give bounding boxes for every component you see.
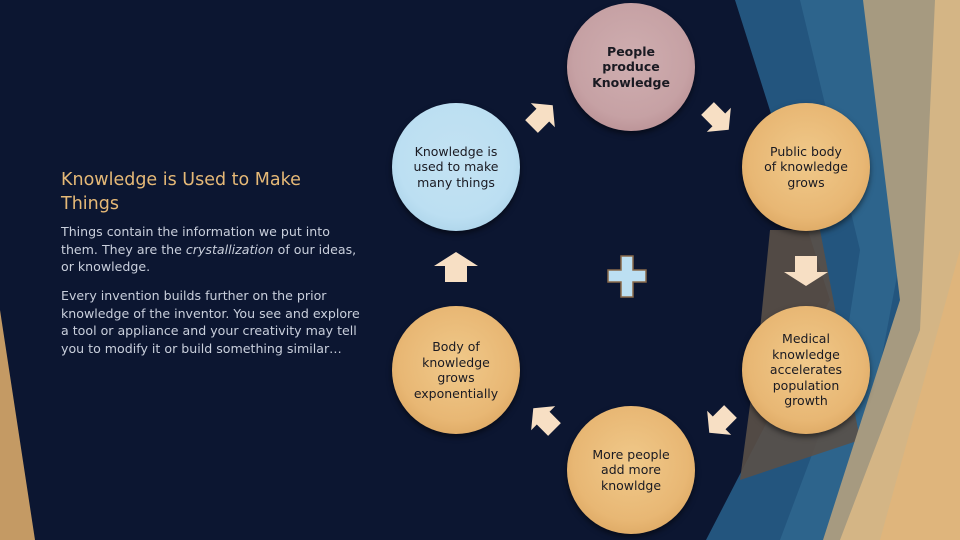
node-text: accelerates xyxy=(769,362,843,378)
node-knowledge-makes-things: Knowledge is used to make many things xyxy=(392,103,520,231)
node-text: growth xyxy=(784,393,828,409)
node-text: add more xyxy=(601,462,661,478)
gold-shape xyxy=(880,250,960,540)
arrow-icon xyxy=(707,405,737,435)
left-tan-shape xyxy=(0,310,35,540)
node-text: produce xyxy=(602,59,660,75)
arrow-icon xyxy=(531,406,561,436)
node-text: Knowledge xyxy=(592,74,670,90)
node-more-people: More people add more knowldge xyxy=(567,406,695,534)
node-text: Medical xyxy=(782,331,830,347)
node-text: used to make xyxy=(413,159,499,175)
plus-icon xyxy=(607,255,647,298)
node-people-produce-knowledge: People produce Knowledge xyxy=(567,3,695,131)
node-body-grows-exponentially: Body of knowledge grows exponentially xyxy=(392,306,520,434)
node-text: grows xyxy=(437,370,475,385)
node-text: grows xyxy=(787,174,825,190)
node-text: Knowledge is xyxy=(414,143,498,159)
node-text: exponentially xyxy=(413,385,499,401)
node-text: knowledge xyxy=(422,354,490,370)
paragraph-text: of our ideas, or knowledge. xyxy=(61,241,357,275)
node-text: population xyxy=(772,377,840,393)
node-text: knowledge xyxy=(772,346,840,362)
arrow-icon xyxy=(434,252,478,282)
paragraph-text: Things contain the information we put in… xyxy=(61,224,330,257)
node-text: of knowledge xyxy=(764,159,848,175)
arrow-icon xyxy=(784,256,828,286)
node-text: knowldge xyxy=(600,477,662,493)
node-public-body-grows: Public body of knowledge grows xyxy=(742,103,870,231)
paragraph-things-contain: Things contain the information we put in… xyxy=(61,223,361,276)
arrow-icon xyxy=(701,102,731,132)
emphasis-text: crystallization xyxy=(185,241,274,257)
node-text: Public body xyxy=(770,143,842,159)
node-text: many things xyxy=(417,174,495,190)
paragraph-every-invention: Every invention builds further on the pr… xyxy=(61,288,360,356)
node-medical-knowledge: Medical knowledge accelerates population… xyxy=(742,306,870,434)
arrow-icon xyxy=(525,103,555,133)
node-text: People xyxy=(607,43,655,59)
slide-title: Knowledge is Used to Make Things xyxy=(61,170,301,214)
node-text: Body of xyxy=(432,339,480,354)
node-text: More people xyxy=(592,446,670,462)
